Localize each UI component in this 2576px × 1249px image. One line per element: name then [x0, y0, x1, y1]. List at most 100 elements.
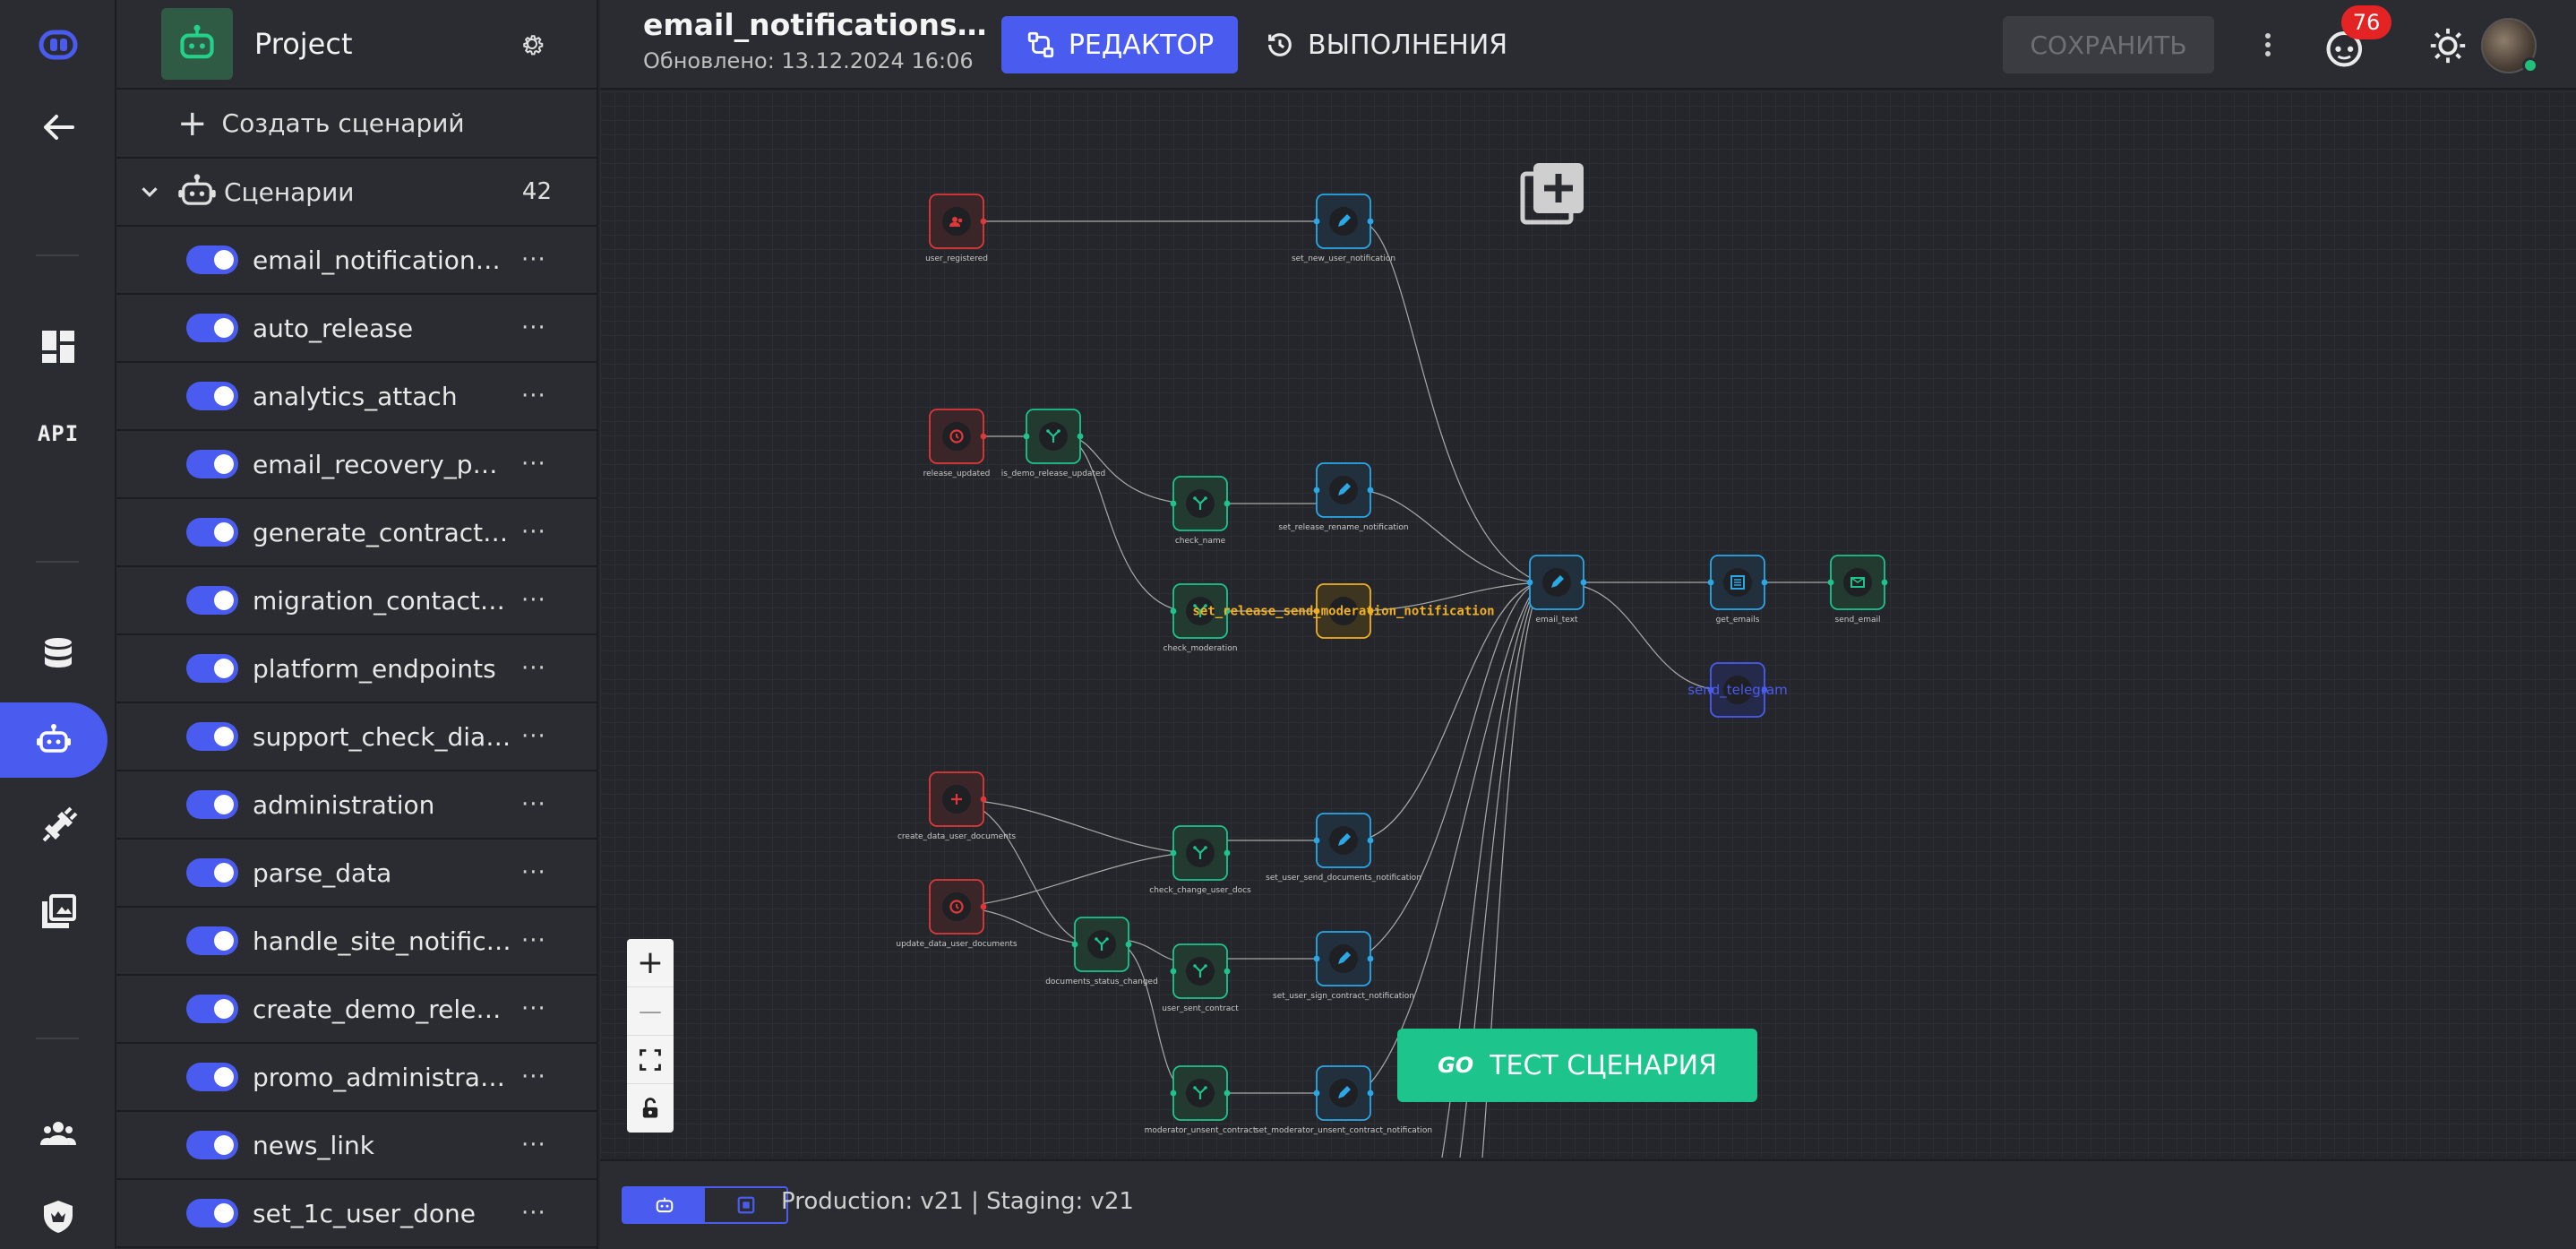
flow-node-set-release-rename-notification[interactable]: set_release_rename_notification — [1278, 462, 1409, 532]
notifications-bot-icon[interactable] — [2320, 20, 2374, 73]
scenarios-robot-icon[interactable] — [0, 702, 107, 778]
editor-bottombar: Production: v21 | Staging: v21 — [600, 1159, 2576, 1249]
bot-mode-icon[interactable] — [623, 1188, 705, 1222]
chip-mode-icon[interactable] — [705, 1188, 786, 1222]
scenario-enabled-toggle[interactable] — [186, 518, 238, 547]
fit-view-icon[interactable] — [627, 1036, 674, 1084]
scenario-enabled-toggle[interactable] — [186, 245, 238, 274]
plug-icon[interactable] — [0, 788, 116, 864]
plus-icon: + — [177, 102, 208, 144]
theme-sun-icon[interactable] — [2427, 25, 2469, 66]
test-scenario-button[interactable]: GO ТЕСТ СЦЕНАРИЯ — [1397, 1029, 1757, 1102]
zoom-in-button[interactable]: + — [627, 939, 674, 987]
flow-node-documents-status-changed[interactable]: documents_status_changed — [1045, 917, 1158, 986]
scenario-list-item[interactable]: email_notifications_m...··· — [116, 227, 597, 295]
scenario-more-icon[interactable]: ··· — [521, 1064, 546, 1090]
scenario-more-icon[interactable]: ··· — [521, 314, 546, 341]
add-node-icon[interactable] — [1519, 159, 1587, 228]
gear-icon[interactable] — [514, 26, 550, 62]
scenario-enabled-toggle[interactable] — [186, 722, 238, 751]
scenarios-label: Сценарии — [224, 177, 355, 207]
flow-node-update-data-user-documents[interactable]: update_data_user_documents — [896, 879, 1018, 949]
scenario-list-item[interactable]: support_check_dial...··· — [116, 703, 597, 771]
scenario-more-icon[interactable]: ··· — [521, 519, 546, 546]
scenario-enabled-toggle[interactable] — [186, 926, 238, 955]
scenario-more-icon[interactable]: ··· — [521, 451, 546, 478]
flow-node-email-text[interactable]: email_text — [1526, 555, 1587, 624]
scenario-more-icon[interactable]: ··· — [521, 995, 546, 1022]
flow-node-set-moderator-unsent-contract-notification[interactable]: set_moderator_unsent_contract_notificati… — [1255, 1065, 1432, 1135]
save-button[interactable]: СОХРАНИТЬ — [2003, 16, 2214, 73]
api-icon[interactable]: API — [37, 421, 80, 446]
flow-node-send-email[interactable]: send_email — [1827, 555, 1888, 624]
flow-node-user-sent-contract[interactable]: user_sent_contract — [1162, 943, 1239, 1013]
lock-icon[interactable] — [627, 1084, 674, 1133]
scenario-enabled-toggle[interactable] — [186, 790, 238, 819]
flow-node-user-registered[interactable]: user_registered — [925, 194, 988, 263]
flow-node-set-release-send-moderation-notification[interactable]: set_release_send_moderation_notification — [1192, 583, 1495, 639]
flow-node-check-change-user-docs[interactable]: check_change_user_docs — [1149, 825, 1251, 895]
scenario-more-icon[interactable]: ··· — [521, 791, 546, 818]
scenario-list-item[interactable]: migration_contact_id··· — [116, 567, 597, 635]
flow-node-set-new-user-notification[interactable]: set_new_user_notification — [1292, 194, 1395, 263]
zoom-out-button[interactable]: — — [627, 987, 674, 1036]
flow-node-release-updated[interactable]: release_updated — [923, 409, 991, 478]
flow-node-moderator-unsent-contract[interactable]: moderator_unsent_contract — [1145, 1065, 1257, 1135]
scenario-more-icon[interactable]: ··· — [521, 927, 546, 954]
flow-node-send-telegram[interactable]: send_telegram — [1687, 662, 1788, 718]
scenario-more-icon[interactable]: ··· — [521, 587, 546, 614]
scenario-more-icon[interactable]: ··· — [521, 1132, 546, 1159]
scenario-list-item[interactable]: handle_site_notifica...··· — [116, 908, 597, 976]
scenario-list-item[interactable]: promo_administration··· — [116, 1044, 597, 1112]
scenario-list-item[interactable]: auto_release··· — [116, 295, 597, 363]
more-vertical-icon[interactable] — [2250, 27, 2286, 63]
flow-node-check-moderation[interactable]: check_moderation — [1163, 583, 1238, 653]
scenario-more-icon[interactable]: ··· — [521, 383, 546, 409]
create-scenario-button[interactable]: + Создать сценарий — [116, 90, 597, 159]
scenario-more-icon[interactable]: ··· — [521, 1200, 546, 1227]
database-icon[interactable] — [0, 616, 116, 692]
scenario-list-item[interactable]: create_demo_relea...··· — [116, 976, 597, 1044]
scenario-enabled-toggle[interactable] — [186, 995, 238, 1023]
scenario-enabled-toggle[interactable] — [186, 1199, 238, 1227]
media-library-icon[interactable] — [0, 874, 116, 950]
editor-tab-button[interactable]: РЕДАКТОР — [1001, 16, 1238, 73]
flow-node-set-user-send-documents-notification[interactable]: set_user_send_documents_notification — [1266, 813, 1421, 883]
back-arrow-icon[interactable] — [0, 90, 116, 165]
scenarios-group-header[interactable]: Сценарии 42 — [116, 159, 597, 227]
flow-node-label: user_sent_contract — [1162, 1004, 1239, 1013]
chevron-down-icon — [142, 187, 158, 197]
scenario-list-item[interactable]: parse_data··· — [116, 840, 597, 908]
flow-canvas[interactable]: user_registered set_new_user_notification… — [600, 91, 2576, 1158]
flow-node-is-demo-release-updated[interactable]: is_demo_release_updated — [1001, 409, 1105, 478]
flow-node-check-name[interactable]: check_name — [1170, 476, 1231, 546]
scenario-enabled-toggle[interactable] — [186, 586, 238, 615]
scenario-list-item[interactable]: platform_endpoints··· — [116, 635, 597, 703]
scenario-enabled-toggle[interactable] — [186, 314, 238, 342]
scenario-name: email_recovery_pas... — [253, 449, 512, 479]
scenario-more-icon[interactable]: ··· — [521, 246, 546, 273]
dashboard-icon[interactable] — [0, 309, 116, 384]
admin-shield-icon[interactable] — [0, 1179, 116, 1249]
runs-tab-button[interactable]: ВЫПОЛНЕНИЯ — [1265, 16, 1507, 73]
scenario-list-item[interactable]: analytics_attach··· — [116, 363, 597, 431]
scenario-list-item[interactable]: email_recovery_pas... ··· — [116, 431, 597, 499]
scenario-list-item[interactable]: administration··· — [116, 771, 597, 840]
app-logo-icon[interactable] — [0, 7, 116, 82]
users-icon[interactable] — [0, 1097, 116, 1172]
flow-node-get-emails[interactable]: get_emails — [1707, 555, 1768, 624]
scenario-enabled-toggle[interactable] — [186, 654, 238, 683]
scenario-list-item[interactable]: set_1c_user_done··· — [116, 1180, 597, 1248]
scenario-more-icon[interactable]: ··· — [521, 723, 546, 750]
scenario-enabled-toggle[interactable] — [186, 382, 238, 410]
scenario-enabled-toggle[interactable] — [186, 1131, 238, 1159]
flow-node-set-user-sign-contract-notification[interactable]: set_user_sign_contract_notification — [1273, 931, 1414, 1001]
flow-node-create-data-user-documents[interactable]: create_data_user_documents — [897, 771, 1016, 841]
scenario-enabled-toggle[interactable] — [186, 450, 238, 478]
scenario-list-item[interactable]: generate_contract_id··· — [116, 499, 597, 567]
scenario-more-icon[interactable]: ··· — [521, 859, 546, 886]
scenario-enabled-toggle[interactable] — [186, 858, 238, 887]
scenario-more-icon[interactable]: ··· — [521, 655, 546, 682]
scenario-enabled-toggle[interactable] — [186, 1063, 238, 1091]
scenario-list-item[interactable]: news_link··· — [116, 1112, 597, 1180]
